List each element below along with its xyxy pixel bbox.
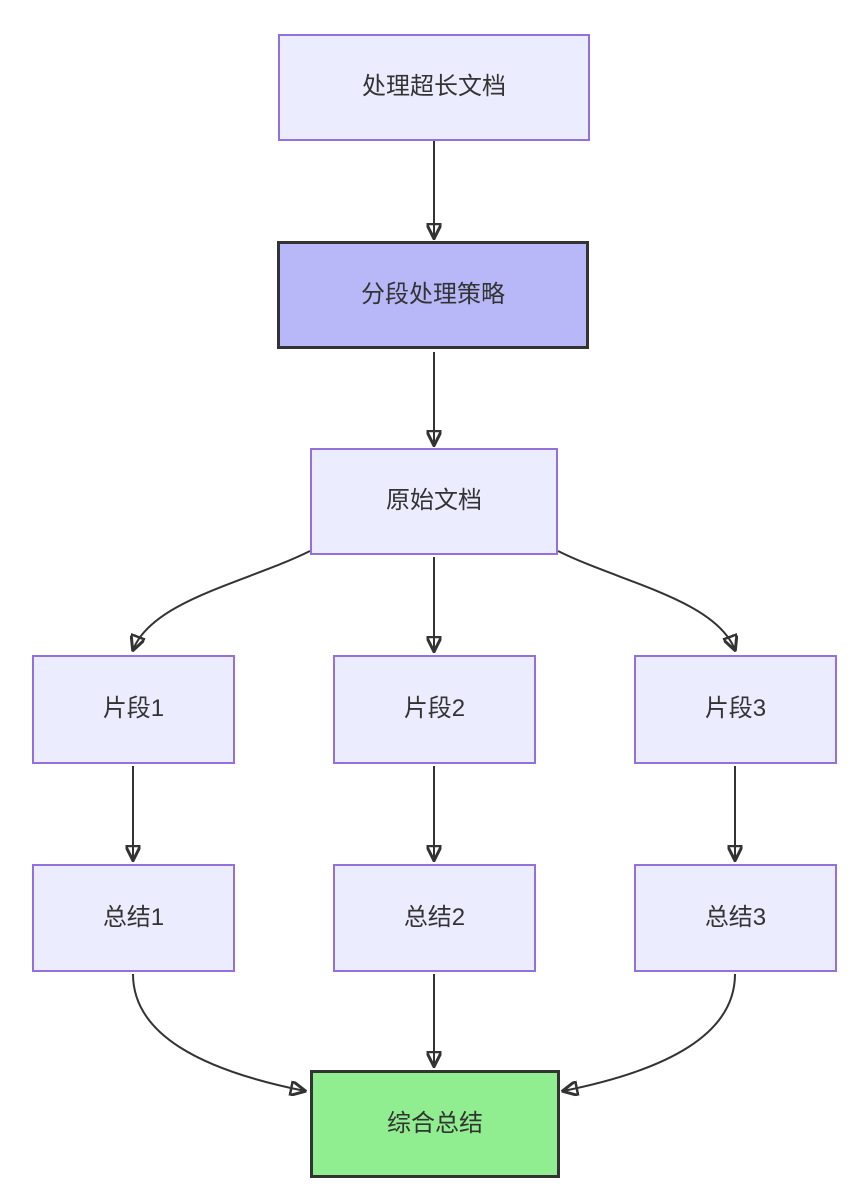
node-label: 原始文档 xyxy=(386,487,482,515)
node-label: 分段处理策略 xyxy=(361,280,505,308)
node-label: 总结2 xyxy=(403,903,466,931)
node-combined-summary: 综合总结 xyxy=(310,1070,560,1178)
node-label: 总结1 xyxy=(102,903,165,931)
node-process-long-document: 处理超长文档 xyxy=(278,34,590,141)
node-segmentation-strategy: 分段处理策略 xyxy=(277,241,589,349)
node-label: 片段3 xyxy=(704,695,767,723)
edge-summary-1-to-final xyxy=(132,973,305,1091)
edge-original-to-fragment-1 xyxy=(133,550,311,650)
node-original-document: 原始文档 xyxy=(310,448,558,555)
edge-summary-3-to-final xyxy=(563,973,736,1091)
node-summary-3: 总结3 xyxy=(634,864,837,972)
edge-original-to-fragment-3 xyxy=(557,550,735,650)
node-fragment-1: 片段1 xyxy=(32,655,235,764)
node-fragment-2: 片段2 xyxy=(333,655,536,764)
node-label: 综合总结 xyxy=(387,1109,483,1137)
node-summary-2: 总结2 xyxy=(333,864,536,972)
node-label: 处理超长文档 xyxy=(362,73,506,101)
node-fragment-3: 片段3 xyxy=(634,655,837,764)
node-label: 片段1 xyxy=(102,695,165,723)
node-summary-1: 总结1 xyxy=(32,864,235,972)
node-label: 片段2 xyxy=(403,695,466,723)
node-label: 总结3 xyxy=(704,903,767,931)
